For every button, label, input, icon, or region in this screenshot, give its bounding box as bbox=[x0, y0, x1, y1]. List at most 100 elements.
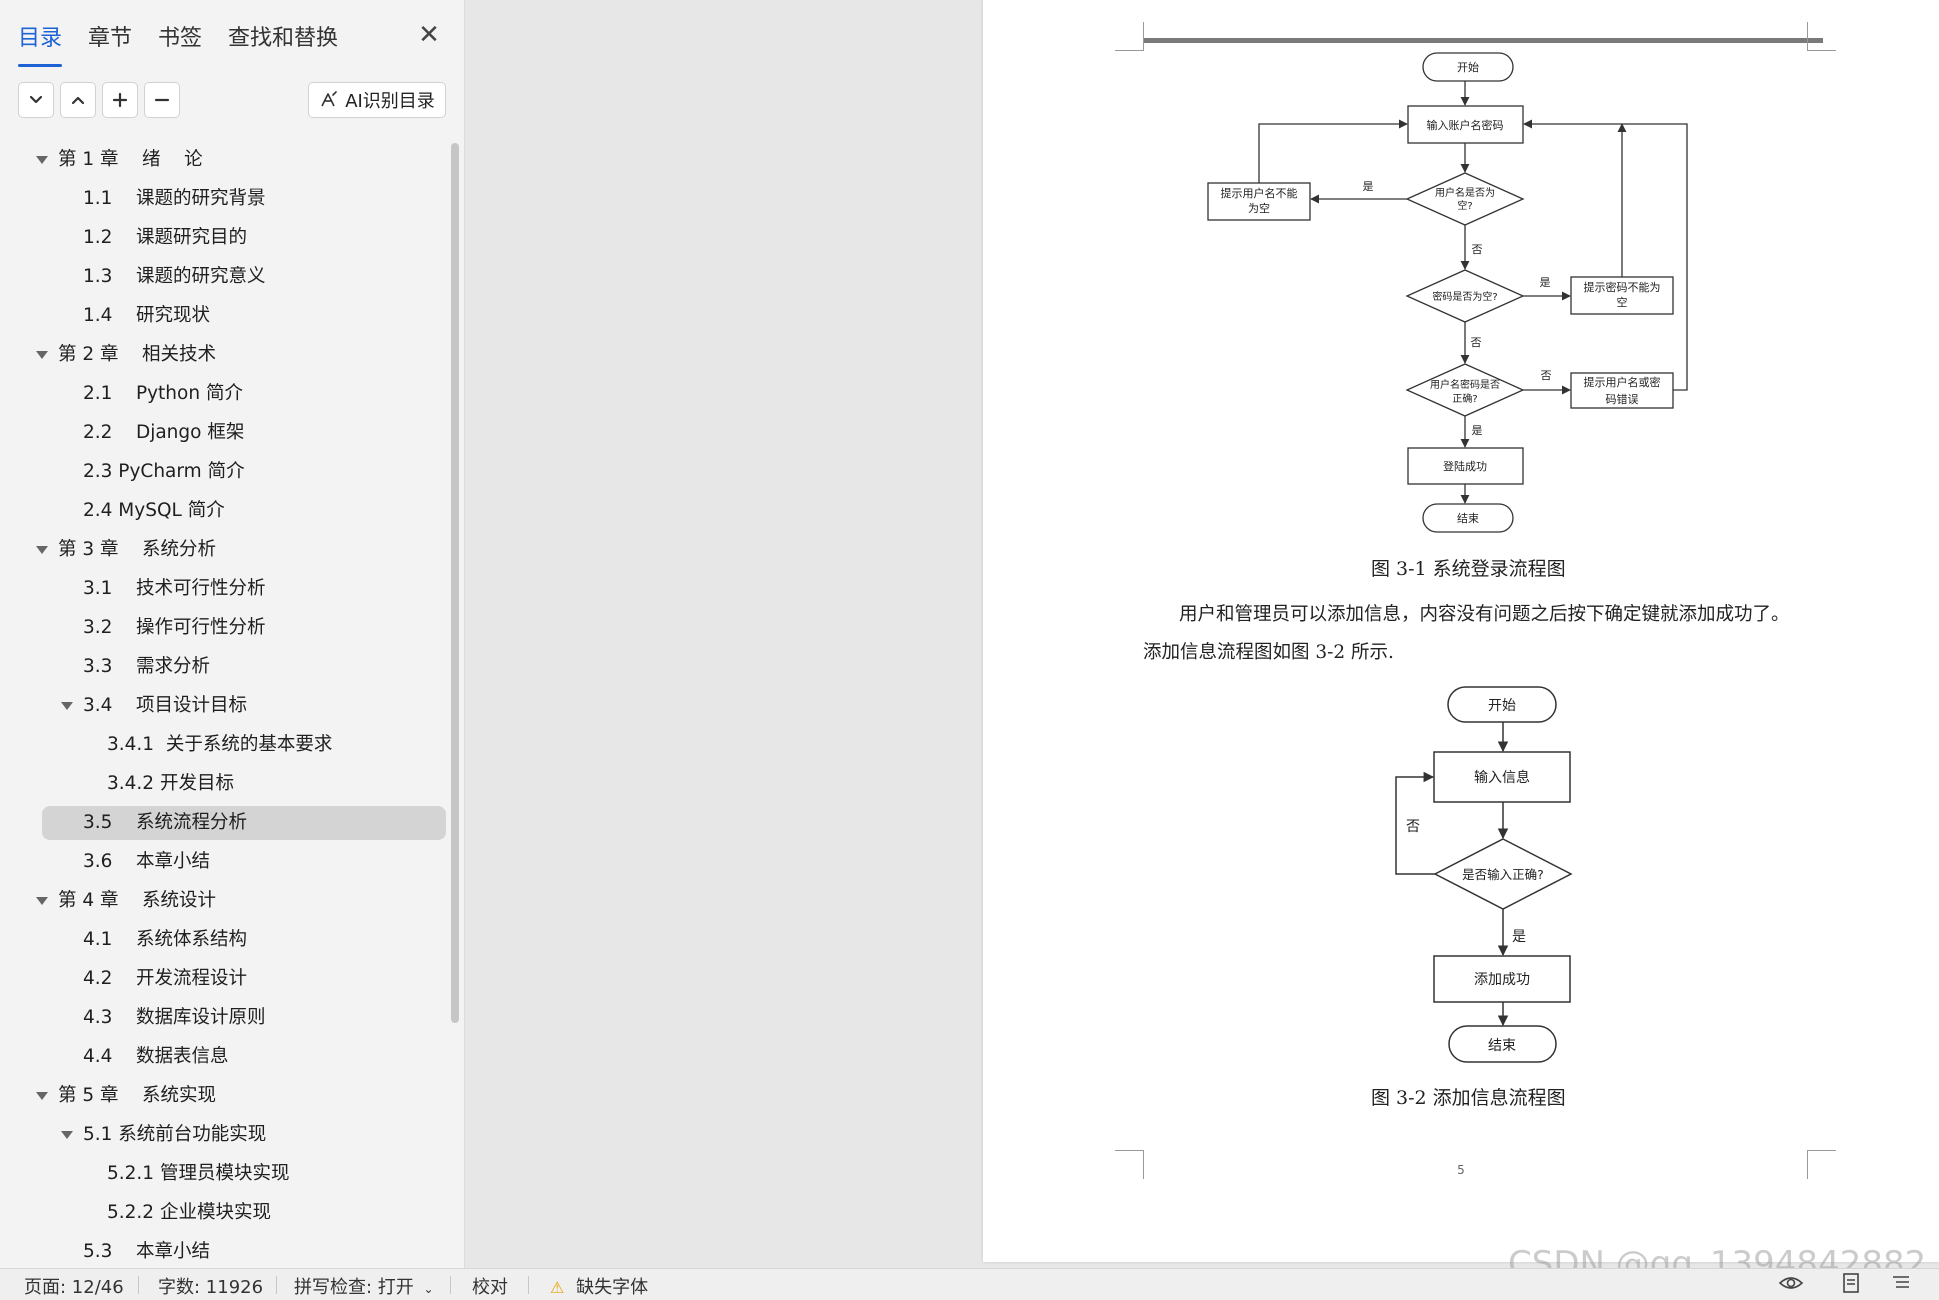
toc-item[interactable]: 1.3 课题的研究意义 bbox=[83, 266, 266, 287]
page-view-icon[interactable] bbox=[1840, 1272, 1862, 1299]
toc-item[interactable]: 3.5 系统流程分析 bbox=[83, 812, 247, 833]
body-paragraph-line-2: 添加信息流程图如图 3-2 所示. bbox=[1143, 642, 1394, 663]
toc-toolbar: AI识别目录 bbox=[18, 82, 446, 118]
flow1-no3-label: 否 bbox=[1541, 369, 1552, 382]
ai-recognize-toc-button[interactable]: AI识别目录 bbox=[308, 82, 446, 118]
flow2-input-node bbox=[1433, 751, 1571, 803]
tab-chapters[interactable]: 章节 bbox=[88, 26, 133, 51]
body-paragraph-line-1: 用户和管理员可以添加信息，内容没有问题之后按下确定键就添加成功了。 bbox=[1179, 604, 1790, 625]
flow2-start-text: 开始 bbox=[1488, 698, 1516, 714]
collapse-all-button[interactable] bbox=[60, 82, 96, 118]
status-word-count[interactable]: 字数: 11926 bbox=[158, 1277, 264, 1298]
flowcharts: 开始 输入账户名密码 提示用户名不能 为空 是 用户名是否为 空? 否 密码是否… bbox=[1207, 52, 1688, 1063]
close-icon: ✕ bbox=[418, 20, 440, 50]
toc-item[interactable]: 第 4 章 系统设计 bbox=[58, 890, 217, 911]
toc-item[interactable]: 第 2 章 相关技术 bbox=[58, 344, 217, 365]
add-heading-button[interactable] bbox=[102, 82, 138, 118]
toc-item[interactable]: 3.1 技术可行性分析 bbox=[83, 578, 266, 599]
login-flowchart-labels: 开始 输入账户名密码 提示用户名不能 为空 是 用户名是否为 空? 否 密码是否… bbox=[1221, 60, 1661, 525]
toc-item[interactable]: 4.4 数据表信息 bbox=[83, 1046, 229, 1067]
toc-item[interactable]: 4.3 数据库设计原则 bbox=[83, 1007, 266, 1028]
flow1-end-node bbox=[1422, 503, 1514, 533]
chevron-down-icon bbox=[29, 95, 43, 104]
status-missing-font[interactable]: ⚠ 缺失字体 bbox=[550, 1273, 648, 1299]
close-pane-button[interactable]: ✕ bbox=[414, 20, 444, 50]
minus-icon bbox=[154, 98, 170, 102]
expand-caret-icon[interactable] bbox=[36, 897, 48, 905]
tab-bookmarks[interactable]: 书签 bbox=[158, 26, 203, 51]
toc-item[interactable]: 3.3 需求分析 bbox=[83, 656, 210, 677]
flow2-no-label: 否 bbox=[1406, 819, 1420, 835]
expand-caret-icon[interactable] bbox=[36, 351, 48, 359]
flow1-err-user-node bbox=[1207, 182, 1311, 221]
expand-caret-icon[interactable] bbox=[36, 156, 48, 164]
crop-mark-tl bbox=[1115, 22, 1144, 51]
toc-item[interactable]: 4.2 开发流程设计 bbox=[83, 968, 247, 989]
document-canvas: 开始 输入账户名密码 提示用户名不能 为空 是 用户名是否为 空? 否 密码是否… bbox=[465, 0, 1939, 1268]
status-proofread[interactable]: 校对 bbox=[472, 1277, 508, 1298]
flow2-yes-label: 是 bbox=[1512, 929, 1526, 945]
flow1-success-text: 登陆成功 bbox=[1443, 459, 1487, 473]
status-spellcheck[interactable]: 拼写检查: 打开 ⌄ bbox=[294, 1273, 434, 1299]
flow2-success-text: 添加成功 bbox=[1474, 972, 1530, 988]
toc-item[interactable]: 第 1 章 绪 论 bbox=[58, 149, 203, 170]
toc-item[interactable]: 3.2 操作可行性分析 bbox=[83, 617, 266, 638]
toc-item[interactable]: 3.4 项目设计目标 bbox=[83, 695, 247, 716]
toc-item[interactable]: 2.4 MySQL 简介 bbox=[83, 500, 225, 521]
flow1-input-node bbox=[1407, 105, 1524, 144]
header-rule bbox=[1143, 38, 1823, 43]
flow2-start-node bbox=[1447, 686, 1557, 723]
flow1-err-both-node bbox=[1570, 372, 1674, 409]
ai-pen-icon bbox=[321, 91, 337, 107]
tab-toc[interactable]: 目录 bbox=[18, 18, 63, 67]
toc-item[interactable]: 2.3 PyCharm 简介 bbox=[83, 461, 245, 482]
flow1-start-node bbox=[1422, 52, 1514, 82]
toc-item[interactable]: 3.4.2 开发目标 bbox=[107, 773, 234, 794]
plus-icon bbox=[112, 92, 128, 108]
nav-tabs: 目录 章节 书签 查找和替换 bbox=[18, 18, 364, 67]
expand-caret-icon[interactable] bbox=[61, 702, 73, 710]
toc-item-selected-highlight bbox=[42, 806, 446, 840]
status-separator bbox=[450, 1276, 451, 1294]
expand-all-button[interactable] bbox=[18, 82, 54, 118]
toc-item[interactable]: 3.4.1 关于系统的基本要求 bbox=[107, 734, 333, 755]
toc-item[interactable]: 5.3 本章小结 bbox=[83, 1241, 210, 1262]
tab-find-replace[interactable]: 查找和替换 bbox=[228, 26, 339, 51]
flow1-dec1-text-1: 用户名是否为 bbox=[1435, 186, 1495, 199]
status-page[interactable]: 页面: 12/46 bbox=[24, 1277, 124, 1298]
toc-item[interactable]: 第 3 章 系统分析 bbox=[58, 539, 217, 560]
toc-item[interactable]: 2.1 Python 简介 bbox=[83, 383, 243, 404]
chevron-up-icon bbox=[71, 96, 85, 105]
status-separator bbox=[276, 1276, 277, 1294]
toc-item[interactable]: 3.6 本章小结 bbox=[83, 851, 210, 872]
page-number: 5 bbox=[1457, 1163, 1465, 1177]
toc-item[interactable]: 第 5 章 系统实现 bbox=[58, 1085, 217, 1106]
flow1-dec1-text-2: 空? bbox=[1457, 199, 1472, 212]
expand-caret-icon[interactable] bbox=[36, 1092, 48, 1100]
flow1-err-pwd-text-1: 提示密码不能为 bbox=[1584, 280, 1661, 294]
flow1-success-node bbox=[1407, 447, 1524, 485]
toc-item[interactable]: 2.2 Django 框架 bbox=[83, 422, 245, 443]
crop-mark-bl bbox=[1115, 1150, 1144, 1179]
flow1-err-both-text-1: 提示用户名或密 bbox=[1584, 375, 1661, 389]
ai-button-label: AI识别目录 bbox=[345, 91, 435, 112]
expand-caret-icon[interactable] bbox=[61, 1131, 73, 1139]
toc-item[interactable]: 1.1 课题的研究背景 bbox=[83, 188, 266, 209]
toc-scrollbar[interactable] bbox=[451, 143, 459, 1023]
toc-item[interactable]: 5.1 系统前台功能实现 bbox=[83, 1124, 267, 1145]
toc-item[interactable]: 5.2.1 管理员模块实现 bbox=[107, 1163, 290, 1184]
figure-caption-3-1: 图 3-1 系统登录流程图 bbox=[1371, 558, 1566, 580]
toc-item[interactable]: 5.2.2 企业模块实现 bbox=[107, 1202, 271, 1223]
expand-caret-icon[interactable] bbox=[36, 546, 48, 554]
flow1-no1-label: 否 bbox=[1472, 243, 1483, 256]
document-page: 开始 输入账户名密码 提示用户名不能 为空 是 用户名是否为 空? 否 密码是否… bbox=[983, 0, 1939, 1262]
remove-heading-button[interactable] bbox=[144, 82, 180, 118]
flow1-yes2-label: 是 bbox=[1540, 276, 1551, 289]
toc-item[interactable]: 4.1 系统体系结构 bbox=[83, 929, 247, 950]
outline-view-icon[interactable] bbox=[1890, 1272, 1912, 1299]
toc-item[interactable]: 1.4 研究现状 bbox=[83, 305, 210, 326]
eye-icon[interactable] bbox=[1778, 1272, 1804, 1299]
toc-item[interactable]: 1.2 课题研究目的 bbox=[83, 227, 247, 248]
login-flowchart bbox=[1207, 52, 1688, 533]
warning-icon: ⚠ bbox=[550, 1278, 565, 1297]
